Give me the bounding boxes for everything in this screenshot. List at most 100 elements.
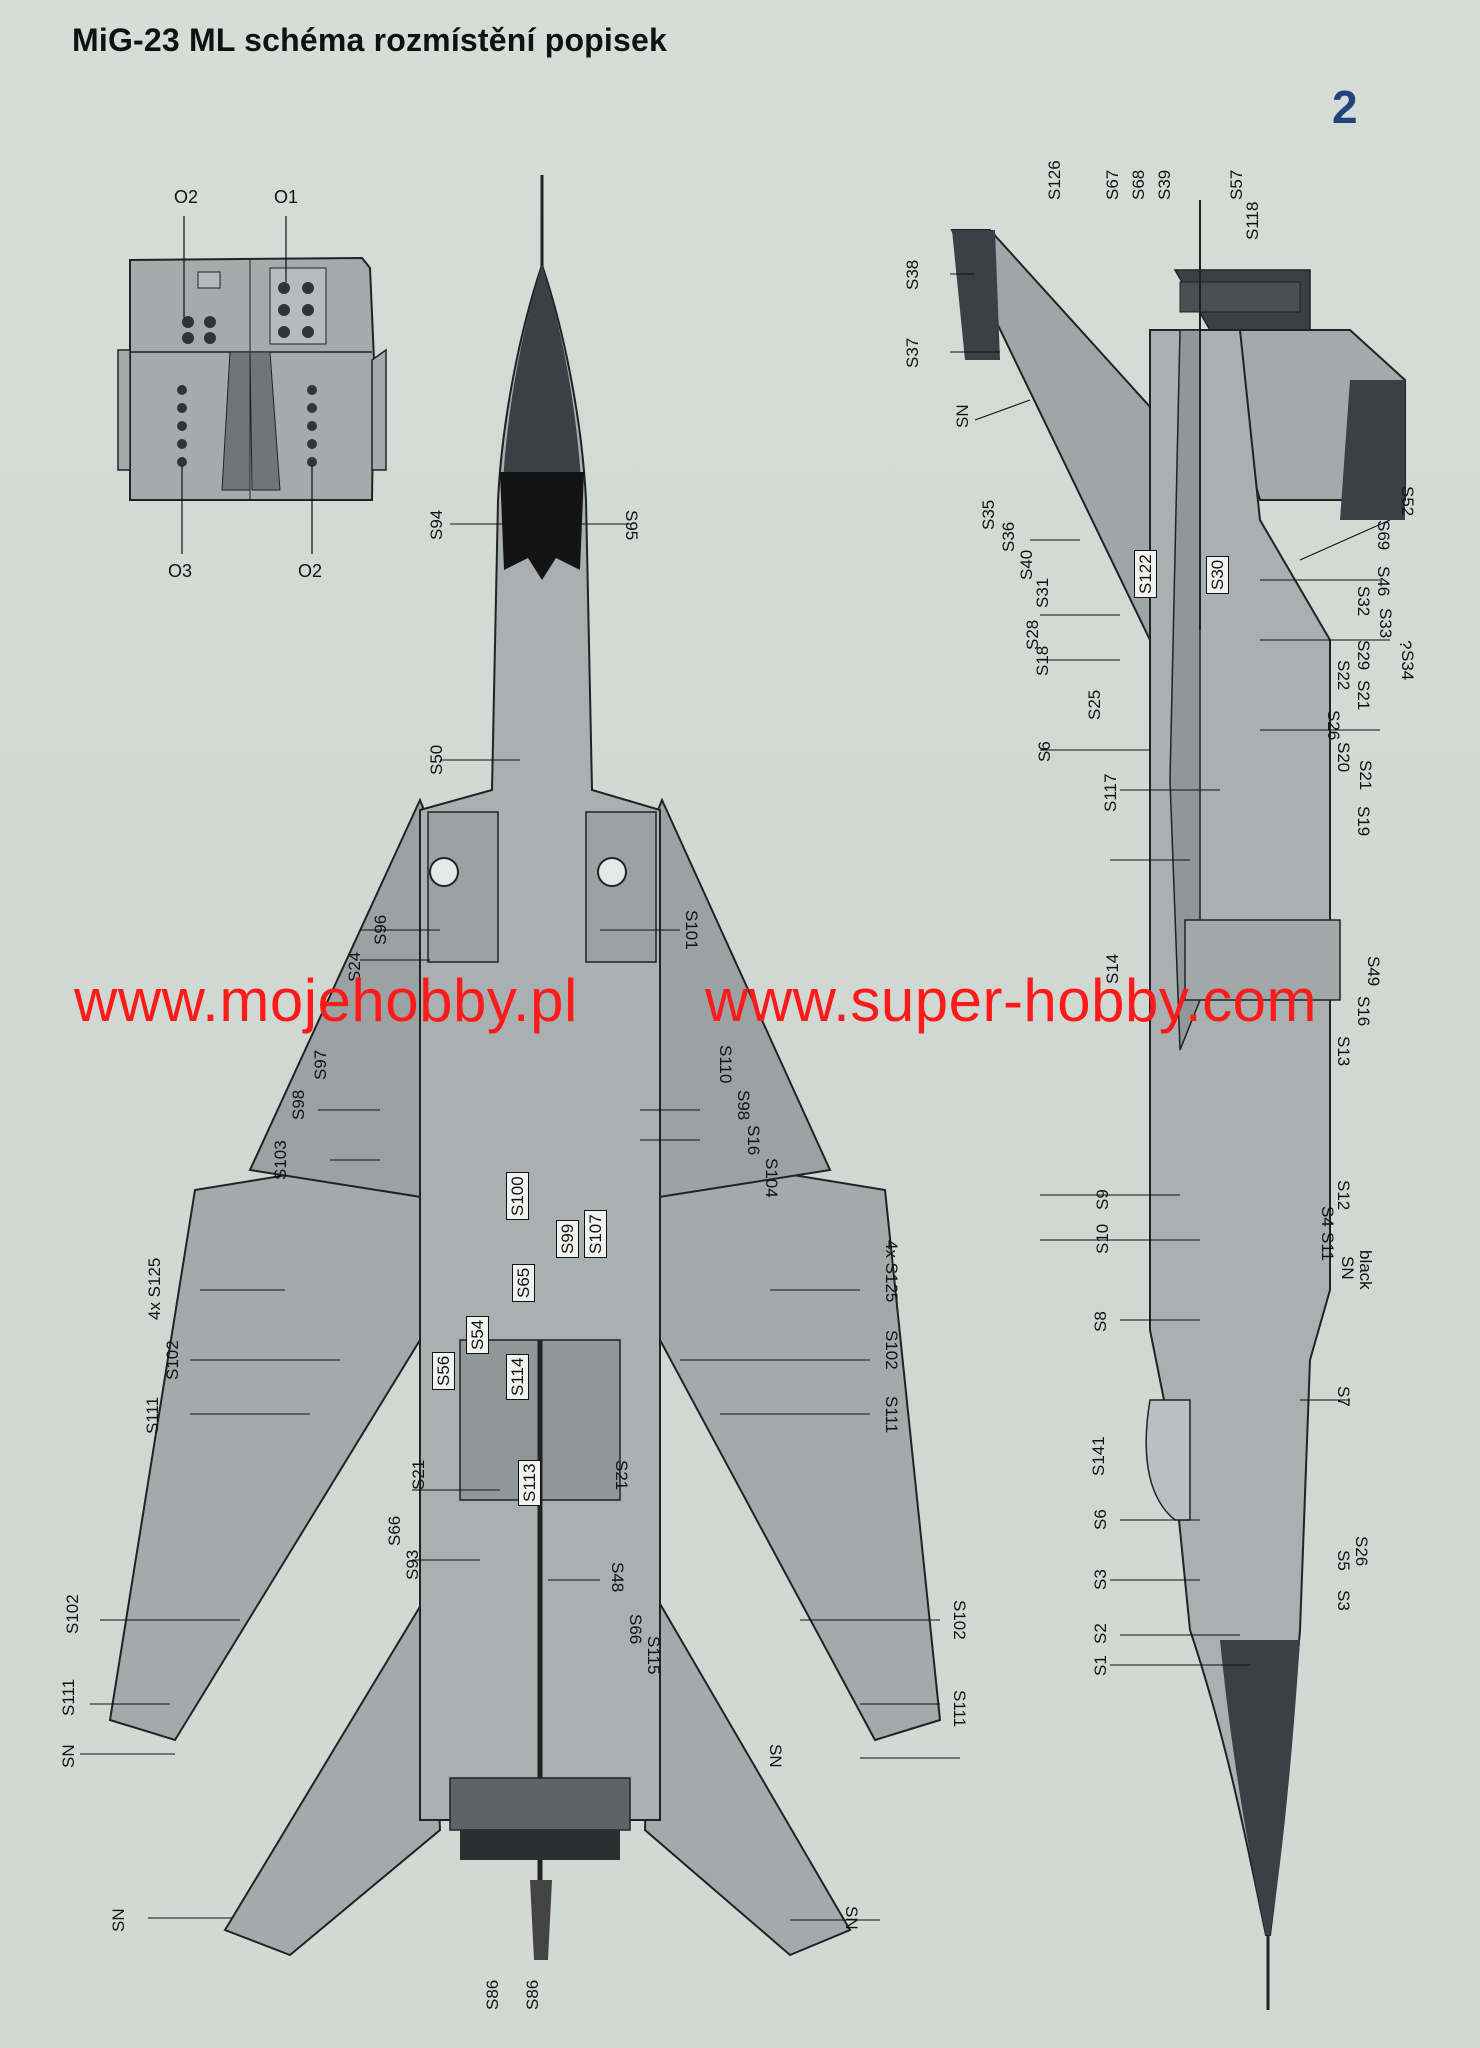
label-s52: S52 [1398,486,1417,517]
label-s10: S10 [1093,1223,1112,1254]
label-s117: S117 [1101,773,1120,812]
label-s13: S13 [1334,1036,1353,1067]
label-4x-s125-left: 4x S125 [145,1257,164,1320]
label-s32: S32 [1354,586,1373,617]
label-s95: S95 [622,510,641,541]
label-s102-right-2: S102 [950,1600,969,1640]
label-s96: S96 [371,914,390,945]
label-s48: S48 [608,1562,627,1593]
label-sn-right-1: SN [766,1744,785,1768]
label-s122: S122 [1134,550,1157,598]
label-s36: S36 [999,521,1018,552]
label-s100: S100 [506,1172,529,1220]
label-question: ? [1396,640,1415,650]
label-s6-side-1: S6 [1035,741,1054,762]
label-s22: S22 [1334,660,1353,691]
label-s29: S29 [1354,640,1373,671]
label-s57: S57 [1227,169,1246,200]
label-s26-side-2: S26 [1352,1536,1371,1567]
label-s2: S2 [1091,1623,1110,1644]
label-s50: S50 [427,744,446,775]
label-black: black [1356,1250,1375,1290]
label-s66-left: S66 [385,1515,404,1546]
label-s21-side-1: S21 [1354,680,1373,711]
label-s98-right: S98 [734,1090,753,1121]
inset-panel-drawing [117,216,387,554]
label-s69: S69 [1374,520,1393,551]
bottom-view-aircraft [108,175,942,1960]
label-s9: S9 [1093,1189,1112,1210]
label-s20: S20 [1334,742,1353,773]
label-s97: S97 [311,1049,330,1080]
label-s35: S35 [979,499,998,530]
label-s99: S99 [556,1219,579,1258]
label-s101: S101 [682,910,701,950]
label-s66-right: S66 [626,1614,645,1645]
label-s8: S8 [1091,1311,1110,1332]
label-s102-left-1: S102 [163,1340,182,1380]
label-s54: S54 [466,1315,489,1354]
label-s19: S19 [1354,806,1373,837]
watermark-mojehobby: www.mojehobby.pl [74,967,578,1034]
label-s111-left-1: S111 [143,1396,162,1434]
label-sn-side-black: SN [1338,1256,1357,1280]
label-s86-left: S86 [483,1979,502,2010]
label-s111-left-2: S111 [59,1678,78,1716]
label-s39: S39 [1155,169,1174,200]
side-view-leader-lines [950,273,1391,1666]
label-s26-side-1: S26 [1324,710,1343,741]
label-sn-left-2: SN [109,1908,128,1932]
label-s21-left: S21 [409,1459,428,1490]
label-s16: S16 [744,1125,763,1156]
label-s114: S114 [506,1353,529,1400]
label-s25: S25 [1085,689,1104,720]
label-s1: S1 [1091,1655,1110,1676]
label-s37: S37 [903,337,922,368]
label-s31: S31 [1033,577,1052,608]
label-s113: S113 [518,1459,541,1506]
label-s111-right-1: S111 [882,1396,901,1434]
label-4x-s125-right: 4x S125 [882,1240,901,1303]
label-s103: S103 [271,1140,290,1180]
label-sn-left-1: SN [59,1744,78,1768]
label-s11: S11 [1318,1232,1337,1261]
label-s65: S65 [512,1263,535,1302]
label-s68: S68 [1129,169,1148,200]
label-s40: S40 [1017,549,1036,580]
label-s21-side-2: S21 [1356,760,1375,791]
label-s126: S126 [1045,160,1064,200]
page-number: 2 [1332,81,1358,133]
label-s49: S49 [1364,956,1383,987]
bottom-view-leader-lines [80,523,960,1921]
label-s102-left-2: S102 [63,1594,82,1634]
inset-label-o2-bottom: O2 [298,561,323,581]
page-title: MiG-23 ML schéma rozmístění popisek [72,22,668,58]
inset-label-o1: O1 [274,187,299,207]
label-s12: S12 [1334,1180,1353,1211]
label-s46: S46 [1374,566,1393,597]
label-s107: S107 [584,1210,607,1258]
label-s98-left: S98 [289,1089,308,1120]
label-s3-right: S3 [1334,1590,1353,1611]
label-s34: S34 [1398,650,1417,681]
label-s86-right: S86 [523,1979,542,2010]
label-s67: S67 [1103,169,1122,200]
inset-label-o3: O3 [168,561,193,581]
label-s21-right: S21 [612,1460,631,1491]
label-s38: S38 [903,259,922,290]
label-s56: S56 [432,1351,455,1390]
label-s5: S5 [1334,1550,1353,1571]
label-s93: S93 [403,1549,422,1580]
label-s6-side-2: S6 [1091,1509,1110,1530]
label-s7: S7 [1334,1386,1353,1407]
label-s3-left: S3 [1091,1569,1110,1590]
label-sn-right-2: SN [842,1906,861,1930]
label-s111-right-2: S111 [950,1690,969,1728]
label-s110: S110 [716,1045,735,1084]
label-sn-side-top: SN [953,404,972,428]
label-s104: S104 [762,1158,781,1198]
label-s30: S30 [1206,555,1229,594]
label-s94: S94 [427,509,446,540]
label-s18: S18 [1033,645,1052,676]
